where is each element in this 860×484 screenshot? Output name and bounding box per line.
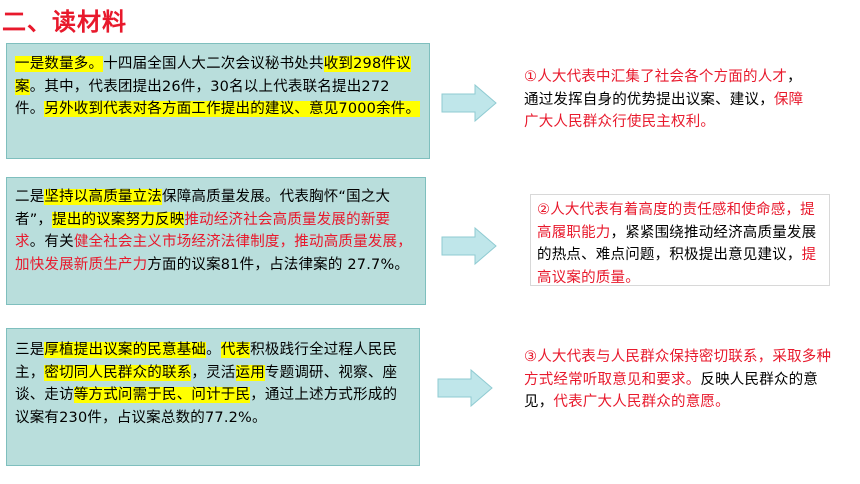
analysis-note-1: ①人大代表中汇集了社会各个方面的人才，通过发挥自身的优势提出议案、建议，保障广大…	[518, 62, 818, 158]
box1-seg-1: 十四届全国人大二次会议秘书处共	[103, 56, 324, 72]
box2-seg-6: 健全社会主义市场经济法律制度，推动高质量发展，加快发展新质生产力	[15, 234, 412, 273]
box2-seg-0: 二是	[15, 189, 45, 205]
material-box-3: 三是厚植提出议案的民意基础。代表积极践行全过程人民民主，密切同人民群众的联系，灵…	[6, 328, 420, 466]
material-box-1: 一是数量多。十四届全国人大二次会议秘书处共收到298件议案。其中，代表团提出26…	[6, 43, 430, 159]
box2-seg-2: 保障高质量发展。代表胸怀“国之大者”，	[15, 189, 391, 228]
note1-seg-2: 保障广大人民群众行使民主权利。	[524, 91, 804, 131]
box3-seg-9: 等方式问需于民、问计于民	[73, 387, 251, 403]
box3-seg-5: 密切同人民群众的联系	[44, 364, 192, 381]
note1-seg-0: ①人大代表中汇集了社会各个方面的人才	[524, 69, 788, 85]
box2-seg-7: 方面的议案81件，占法律案的 27.7%。	[147, 256, 410, 273]
box1-seg-4: 另外收到代表对各方面工作提出的建议、意见7000余件。	[44, 101, 421, 117]
box3-seg-7: 运用	[235, 364, 265, 381]
box3-seg-10: ，通过上述方式形成的议案有230件，占议案总数的77.2%。	[15, 387, 398, 426]
note2-seg-2: 提高议案的质量。	[537, 247, 817, 286]
note1-seg-1: ，通过发挥自身的优势提出议案、建议，	[524, 69, 802, 108]
box3-seg-3: 代表	[220, 342, 251, 358]
box3-seg-1: 厚植提出议案的民意基础	[44, 342, 207, 358]
box3-seg-4: 积极践行全过程人民民主，	[15, 342, 398, 381]
box2-seg-3: 提出的议案努力反映	[52, 211, 185, 228]
box2-seg-5: 。有关	[29, 234, 74, 250]
box2-seg-4: 推动经济社会高质量发展的新要求	[15, 211, 391, 251]
box2-seg-1: 坚持以高质量立法	[44, 189, 163, 205]
box3-seg-8: 专题调研、视察、座谈、走访	[15, 364, 398, 404]
section-heading: 二、读材料	[2, 8, 127, 36]
note3-seg-2: 代表广大人民群众的意愿。	[553, 394, 730, 410]
analysis-note-2: ②人大代表有着高度的责任感和使命感，提高履职能力，紧紧围绕推动经济高质量发展的热…	[530, 194, 830, 286]
box1-seg-3: 。其中，代表团提出26件，30名以上代表联名提出272 件。	[15, 78, 390, 118]
arrow-right-icon-2	[441, 226, 497, 266]
note2-seg-0: ②人大代表有着高度的责任感和使命感，提高履职能力	[537, 202, 815, 241]
analysis-note-3: ③人大代表与人民群众保持密切联系，采取多种方式经常听取意见和要求。反映人民群众的…	[518, 342, 838, 434]
box3-seg-2: 。	[206, 342, 221, 358]
box1-seg-0: 一是数量多。	[15, 56, 104, 72]
box3-seg-0: 三是	[15, 342, 45, 358]
material-box-2: 二是坚持以高质量立法保障高质量发展。代表胸怀“国之大者”，提出的议案努力反映推动…	[6, 177, 426, 305]
arrow-right-icon-1	[441, 83, 497, 123]
note3-seg-0: ③人大代表与人民群众保持密切联系，采取多种方式经常听取意见和要求。	[524, 349, 832, 388]
note3-seg-1: 反映人民群众的意见，	[524, 371, 819, 411]
box3-seg-6: ，灵活	[191, 364, 236, 381]
arrow-right-icon-3	[437, 368, 493, 408]
note2-seg-1: ，紧紧围绕推动经济高质量发展的热点、难点问题，积极提出意见建议，	[537, 224, 817, 264]
